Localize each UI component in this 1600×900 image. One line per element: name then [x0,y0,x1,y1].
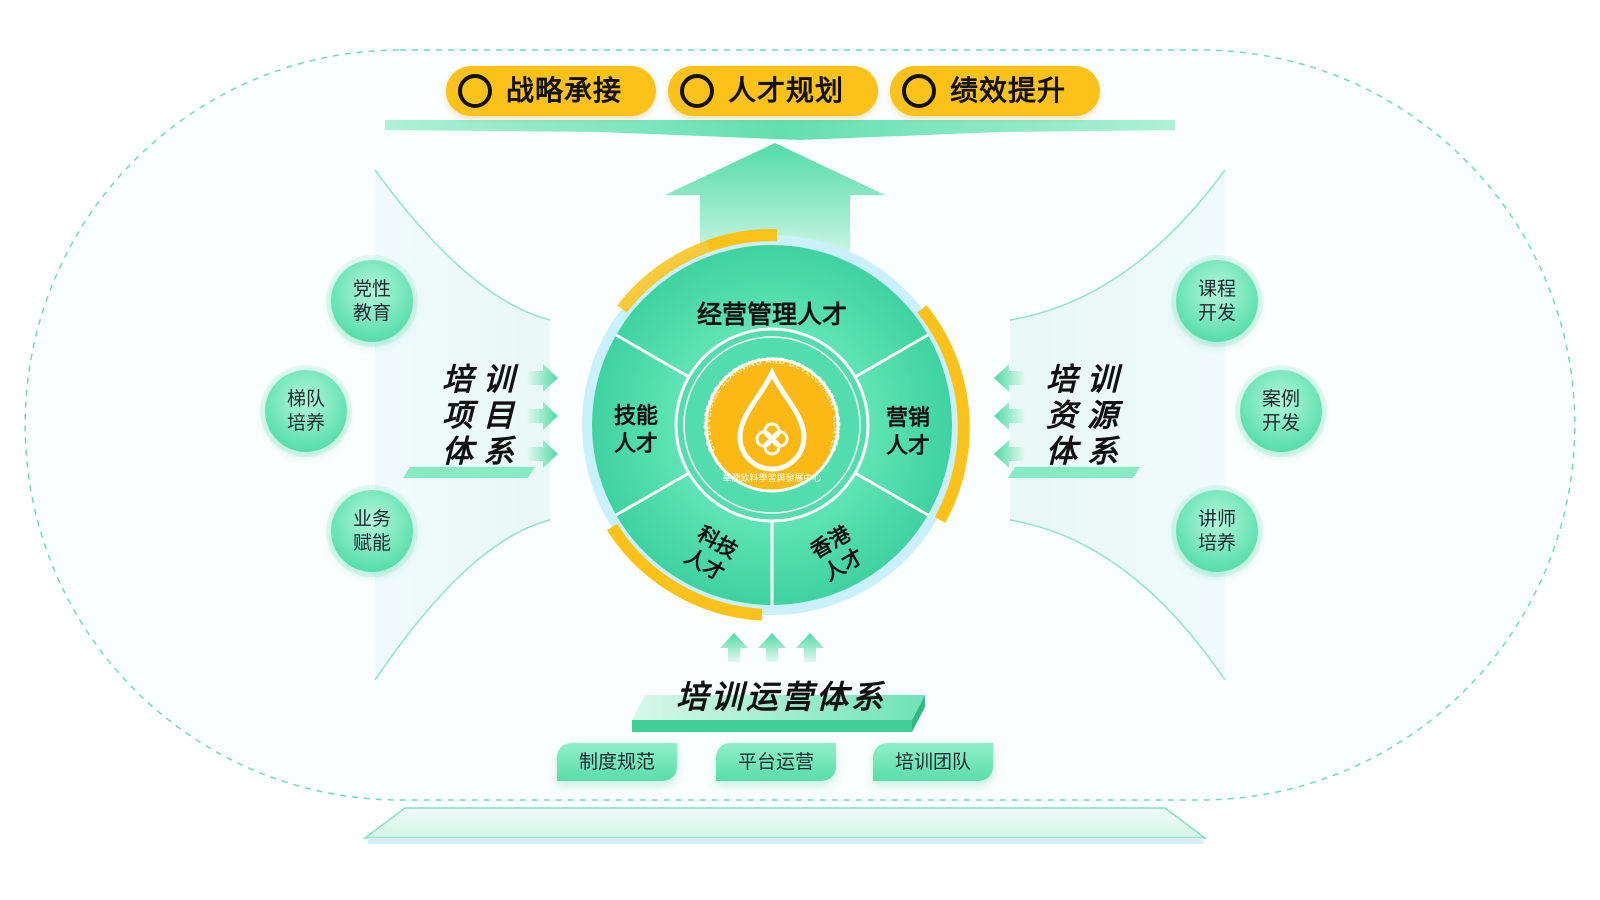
bubble-instructor-training: 讲师 培养 [1176,490,1258,572]
bubble-party-education: 党性 教育 [331,260,413,342]
segment-skill-talent-line1: 技能 [614,403,658,429]
goal-label: 人才规划 [728,74,845,107]
circle-icon [458,74,492,108]
goal-label: 绩效提升 [950,74,1067,107]
bubble-line1: 梯队 [286,388,325,410]
left-title-line3: 体系 [442,434,524,470]
bubble-line1: 案例 [1261,388,1300,410]
drop-logo-icon [737,366,807,472]
bubble-line2: 培养 [286,412,325,434]
right-arrows-icon [527,364,558,468]
segment-skill-talent-line2: 人才 [614,431,658,457]
right-title-line3: 体系 [1046,434,1128,470]
segment-marketing-talent-line2: 人才 [886,433,930,459]
right-title-line2: 资源 [1046,398,1128,434]
bubble-line1: 课程 [1197,278,1236,300]
tag-rules-standards: 制度规范 [557,743,677,781]
logo-text-cn: 華潤飲料學習與發展中心 [722,472,821,484]
talent-wheel: CR BEVERAGE LEARNING AND DEVELOPMENT CEN… [574,227,970,623]
bubble-business-enablement: 业务 赋能 [331,490,413,572]
circle-icon [902,74,936,108]
goal-strategy: 战略承接 [446,66,656,116]
segment-management-talent: 经营管理人才 [697,300,847,329]
goal-talent-planning: 人才规划 [668,66,878,116]
left-title-line2: 项目 [442,398,524,434]
bubble-course-development: 课程 开发 [1176,260,1258,342]
bubble-echelon-training: 梯队 培养 [265,370,347,452]
bubble-line2: 赋能 [352,532,391,554]
up-arrows-icon [720,633,824,662]
goal-performance: 绩效提升 [890,66,1100,116]
left-title-line1: 培训 [442,362,524,398]
circle-icon [680,74,714,108]
tag-platform-operations: 平台运营 [716,743,836,781]
bubble-line2: 开发 [1197,302,1236,324]
bubble-line1: 党性 [352,278,391,300]
operations-title: 培训运营体系 [676,678,887,716]
tag-training-team: 培训团队 [873,743,993,781]
bubble-line2: 开发 [1261,412,1300,434]
bubble-line2: 培养 [1197,532,1236,554]
right-title-line1: 培训 [1046,362,1128,398]
bubble-line2: 教育 [352,302,391,324]
bubble-case-development: 案例 开发 [1240,370,1322,452]
left-arrows-icon [994,364,1025,468]
bubble-line1: 讲师 [1197,508,1236,530]
goal-label: 战略承接 [506,74,623,107]
bubble-line1: 业务 [352,508,391,530]
segment-marketing-talent-line1: 营销 [886,406,930,431]
